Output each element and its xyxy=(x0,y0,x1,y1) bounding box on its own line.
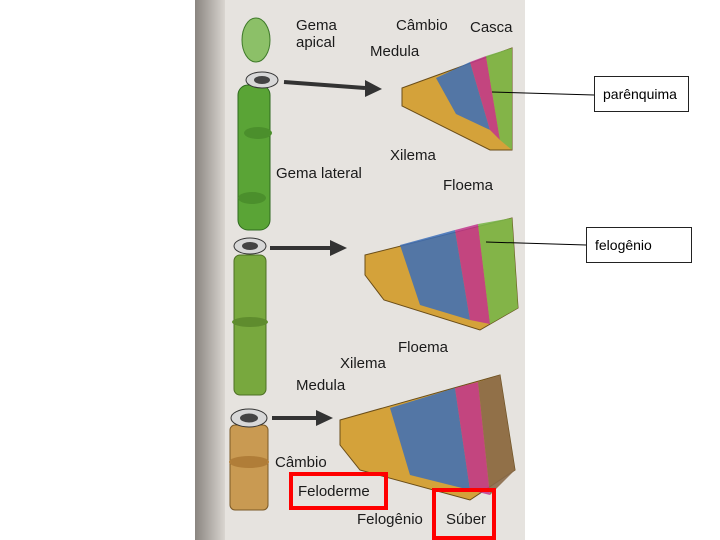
label-xilema-bottom: Xilema xyxy=(340,356,386,372)
label-floema-top: Floema xyxy=(443,178,493,194)
label-gema-apical-2: apical xyxy=(296,35,335,51)
highlight-suber xyxy=(432,488,496,540)
highlight-feloderme xyxy=(289,472,388,510)
cross-section-1 xyxy=(402,48,512,150)
arrow-3 xyxy=(272,410,333,426)
cross-section-2 xyxy=(365,218,518,330)
label-medula-top: Medula xyxy=(370,44,419,60)
label-medula-bottom: Medula xyxy=(296,378,345,394)
young-stem xyxy=(238,18,278,230)
callout-felogenio: felogênio xyxy=(586,227,692,263)
label-gema-lateral: Gema lateral xyxy=(276,166,362,182)
middle-stem xyxy=(232,238,268,395)
label-floema-bottom: Floema xyxy=(398,340,448,356)
woody-stem xyxy=(229,409,269,510)
label-cambio-top: Câmbio xyxy=(396,18,448,34)
label-felogenio: Felogênio xyxy=(357,512,423,528)
label-gema-apical-1: Gema xyxy=(296,18,337,34)
arrow-1 xyxy=(284,80,382,97)
callout-parenquima: parênquima xyxy=(594,76,689,112)
label-casca: Casca xyxy=(470,20,513,36)
label-cambio-bottom: Câmbio xyxy=(275,455,327,471)
arrow-2 xyxy=(270,240,347,256)
label-xilema-top: Xilema xyxy=(390,148,436,164)
